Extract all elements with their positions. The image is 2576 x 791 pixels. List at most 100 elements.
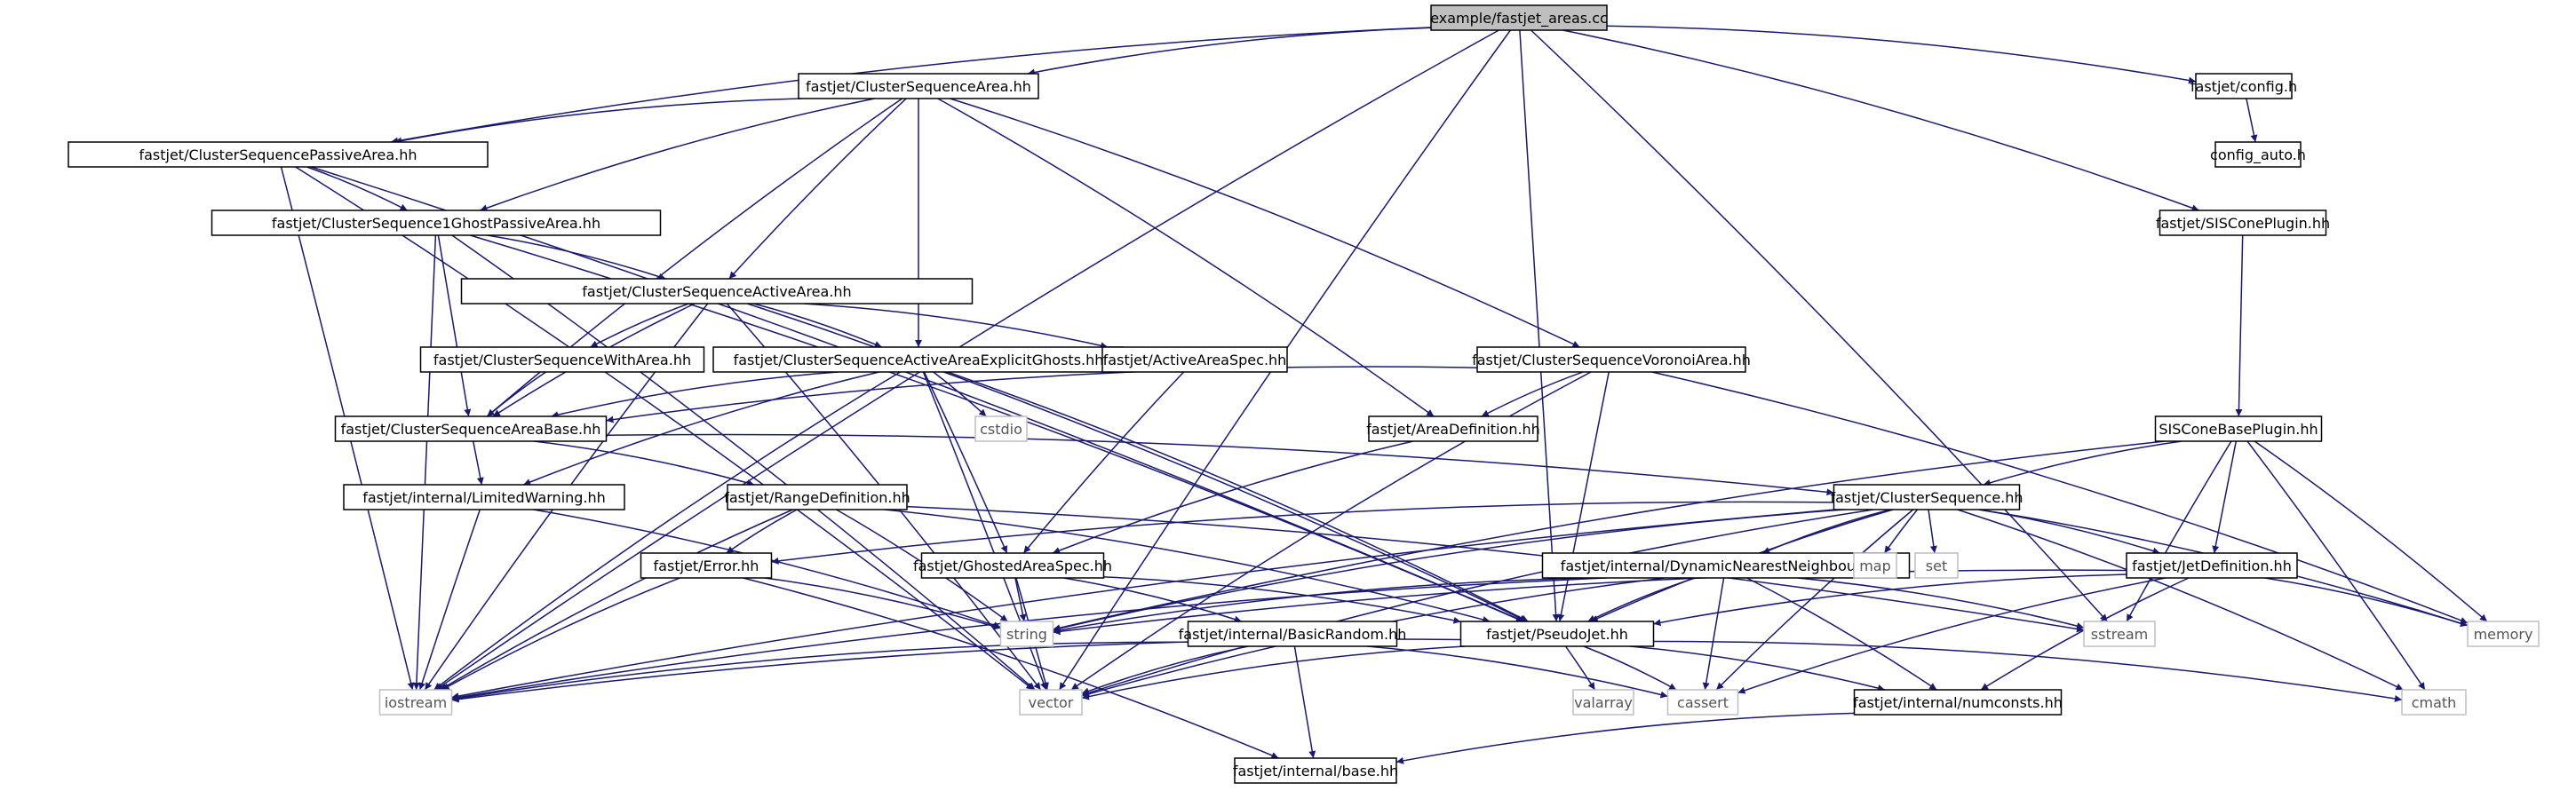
node-cmath-label: cmath [2412,694,2457,711]
edge-cs-to-cmath [1957,509,2404,691]
node-string-label: string [1006,626,1047,643]
edge-err-to-base [743,577,1279,759]
edge-csaaeg-to-gas [923,371,1008,554]
node-gas-label: fastjet/GhostedAreaSpec.hh [913,558,1112,574]
node-string: string [999,621,1054,647]
node-pj-box [1459,621,1655,647]
node-cspa-box [68,141,489,168]
node-scbp[interactable]: SISConeBasePlugin.hh [2154,415,2323,442]
edge-root-to-iostream [435,29,1499,691]
node-csaa-box [460,278,974,305]
edge-dnn-to-sstream [1797,577,2085,629]
node-lw[interactable]: fastjet/internal/LimitedWarning.hh [343,484,625,510]
node-aas-box [1101,346,1288,373]
node-cswa[interactable]: fastjet/ClusterSequenceWithArea.hh [419,346,705,373]
edge-err-to-iostream [441,577,680,691]
node-scbp-label: SISConeBasePlugin.hh [2159,421,2318,438]
node-csa[interactable]: fastjet/ClusterSequenceArea.hh [798,73,1039,99]
node-siscone-box [2159,210,2327,236]
edge-jd-to-pj [1653,573,2127,627]
node-err[interactable]: fastjet/Error.hh [640,552,773,579]
edge-csva-to-memory [1651,371,2469,624]
edge-csaaeg-to-lw [522,371,879,486]
edge-scbp-to-jd [2212,440,2238,554]
node-sstream-box [2083,621,2156,647]
node-cs1g-label: fastjet/ClusterSequence1GhostPassiveArea… [272,215,600,232]
edge-rd-to-sstream [906,505,2085,633]
node-br[interactable]: fastjet/internal/BasicRandom.hh [1179,621,1407,647]
node-gas[interactable]: fastjet/GhostedAreaSpec.hh [913,552,1112,579]
node-csa-label: fastjet/ClusterSequenceArea.hh [806,78,1031,95]
edge-config-to-config_auto [2246,98,2258,143]
node-cs-label: fastjet/ClusterSequence.hh [1830,489,2023,506]
node-gas-box [920,552,1105,579]
edge-root-to-pj [1519,29,1560,622]
node-csaaeg[interactable]: fastjet/ClusterSequenceActiveAreaExplici… [712,346,1125,373]
edge-jd-to-memory [2264,577,2469,628]
node-br-box [1187,621,1398,647]
node-cstdio-label: cstdio [980,421,1022,438]
edge-br-to-cassert [1366,645,1668,699]
node-csab-box [334,415,608,442]
node-jd-box [2126,552,2298,579]
node-pj[interactable]: fastjet/PseudoJet.hh [1459,621,1655,647]
node-csab[interactable]: fastjet/ClusterSequenceAreaBase.hh [334,415,608,442]
edge-root-to-sstream [1530,29,2108,622]
node-csaaeg-box [712,346,1125,373]
node-cassert-box [1666,689,1739,716]
node-cs[interactable]: fastjet/ClusterSequence.hh [1830,484,2023,510]
node-csva[interactable]: fastjet/ClusterSequenceVoronoiArea.hh [1472,346,1751,373]
node-dnn[interactable]: fastjet/internal/DynamicNearestNeighbour… [1541,552,1911,579]
edge-err-to-string [764,577,1001,630]
edge-csaa-to-pj [747,303,1528,622]
edge-csa-to-cs1g [480,98,875,212]
edge-cs1g-to-iostream [412,234,437,691]
edge-csaa-to-csaaeg [753,303,882,348]
node-root-label: example/fastjet_areas.cc [1430,10,1608,28]
node-map-label: map [1859,558,1891,574]
node-dnn-box [1541,552,1911,579]
node-set-box [1914,552,1959,579]
node-siscone-label: fastjet/SISConePlugin.hh [2156,215,2330,232]
node-cs1g[interactable]: fastjet/ClusterSequence1GhostPassiveArea… [211,210,662,236]
edge-rd-to-iostream [440,509,793,691]
node-map: map [1853,552,1897,579]
node-nc-box [1853,689,2063,716]
edge-cspa-to-cs1g [306,166,408,211]
node-jd[interactable]: fastjet/JetDefinition.hh [2126,552,2298,579]
node-ad[interactable]: fastjet/AreaDefinition.hh [1366,415,1540,442]
node-valarray-label: valarray [1574,694,1633,711]
node-sstream: sstream [2083,621,2156,647]
node-cswa-label: fastjet/ClusterSequenceWithArea.hh [433,352,691,368]
edge-dnn-to-nc [1746,577,1937,691]
node-jd-label: fastjet/JetDefinition.hh [2132,558,2292,574]
node-string-box [999,621,1054,647]
node-config[interactable]: fastjet/config.h [2190,73,2297,99]
node-csva-label: fastjet/ClusterSequenceVoronoiArea.hh [1472,352,1751,368]
node-csaa[interactable]: fastjet/ClusterSequenceActiveArea.hh [460,278,974,305]
node-rd[interactable]: fastjet/RangeDefinition.hh [724,484,910,510]
edge-csab-to-rd [533,440,755,486]
node-cspa[interactable]: fastjet/ClusterSequencePassiveArea.hh [68,141,489,168]
node-base[interactable]: fastjet/internal/base.hh [1233,757,1398,784]
node-vector: vector [1019,689,1083,716]
edge-pj-to-nc [1629,645,1886,692]
node-siscone[interactable]: fastjet/SISConePlugin.hh [2156,210,2330,236]
edge-scbp-to-sstream [2126,440,2232,622]
edge-dnn-to-pj [1587,577,1696,622]
node-nc[interactable]: fastjet/internal/numconsts.hh [1853,689,2063,716]
node-sstream-label: sstream [2091,626,2148,643]
node-aas-label: fastjet/ActiveAreaSpec.hh [1103,352,1287,368]
edge-cs-to-vector [1081,509,1874,697]
edge-csaa-to-aas [803,303,1109,350]
node-root[interactable]: example/fastjet_areas.cc [1430,4,1608,31]
node-ad-label: fastjet/AreaDefinition.hh [1366,421,1540,438]
node-aas[interactable]: fastjet/ActiveAreaSpec.hh [1101,346,1288,373]
node-config_auto-box [2214,141,2302,168]
edge-pj-to-valarray [1564,645,1596,691]
node-config_auto-label: config_auto.h [2210,146,2306,164]
edge-cs-to-jd [1978,509,2160,555]
node-config_auto[interactable]: config_auto.h [2210,141,2306,168]
edge-jd-to-cassert [1737,577,2167,694]
